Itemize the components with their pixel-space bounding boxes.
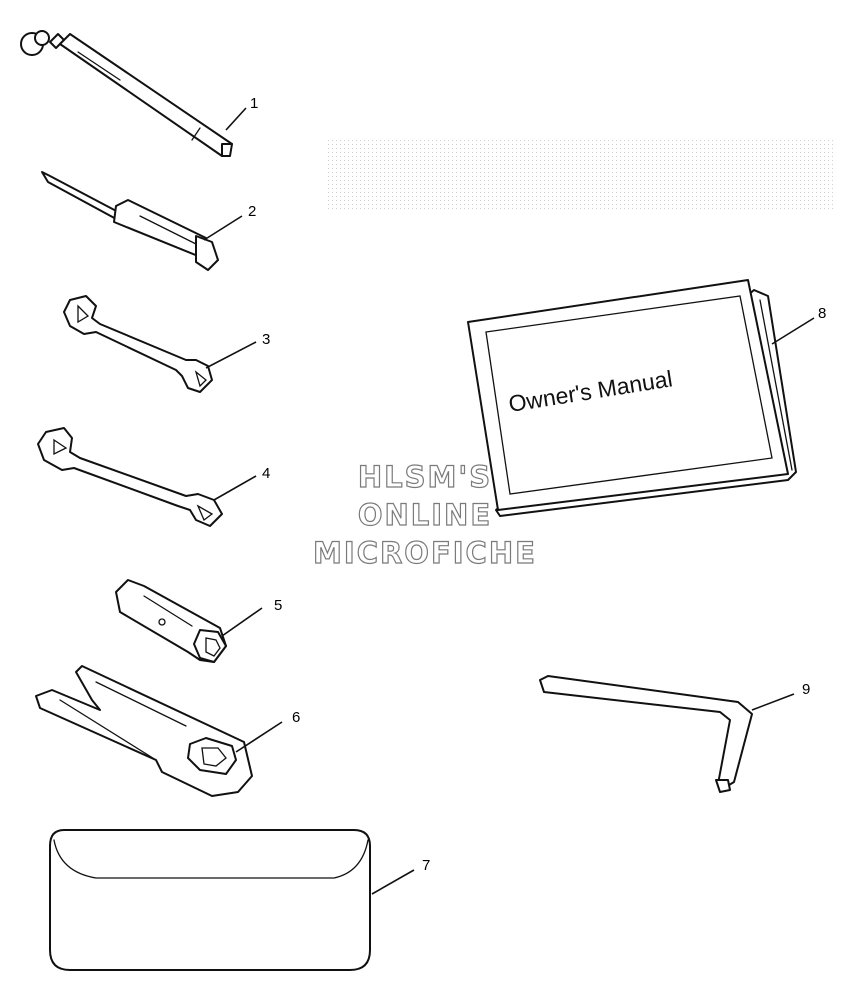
part-2-screwdriver	[41, 171, 219, 271]
watermark-line-1: HLSM'S	[357, 459, 493, 494]
callout-4: 4	[262, 465, 270, 482]
part-5-box-spanner	[115, 579, 227, 663]
callout-5: 5	[274, 597, 282, 614]
callout-7: 7	[422, 857, 430, 874]
callout-8: 8	[818, 305, 826, 322]
scan-artifact	[328, 140, 833, 212]
leader-7	[371, 869, 415, 895]
leader-1	[225, 107, 247, 131]
leader-6	[235, 721, 283, 753]
callout-3: 3	[262, 331, 270, 348]
leader-2	[203, 215, 243, 241]
callout-9: 9	[802, 681, 810, 698]
part-1-pen-tool	[20, 30, 233, 157]
part-3-wrench-small	[63, 295, 213, 393]
part-7-tool-bag	[49, 829, 371, 971]
leader-8	[771, 317, 815, 345]
leader-9	[751, 693, 795, 711]
part-9-hex-key	[539, 675, 753, 793]
part-8-owners-manual: Owner's Manual	[467, 279, 797, 517]
leader-3	[205, 341, 257, 369]
part-4-wrench-large	[37, 427, 223, 527]
watermark-line-2: ONLINE	[357, 497, 493, 532]
leader-4	[213, 475, 257, 501]
callout-6: 6	[292, 709, 300, 726]
watermark-line-3: MICROFICHE	[312, 535, 537, 570]
part-6-spanner-holder	[35, 665, 253, 797]
callout-1: 1	[250, 95, 258, 112]
leader-5	[221, 607, 263, 637]
callout-2: 2	[248, 203, 256, 220]
